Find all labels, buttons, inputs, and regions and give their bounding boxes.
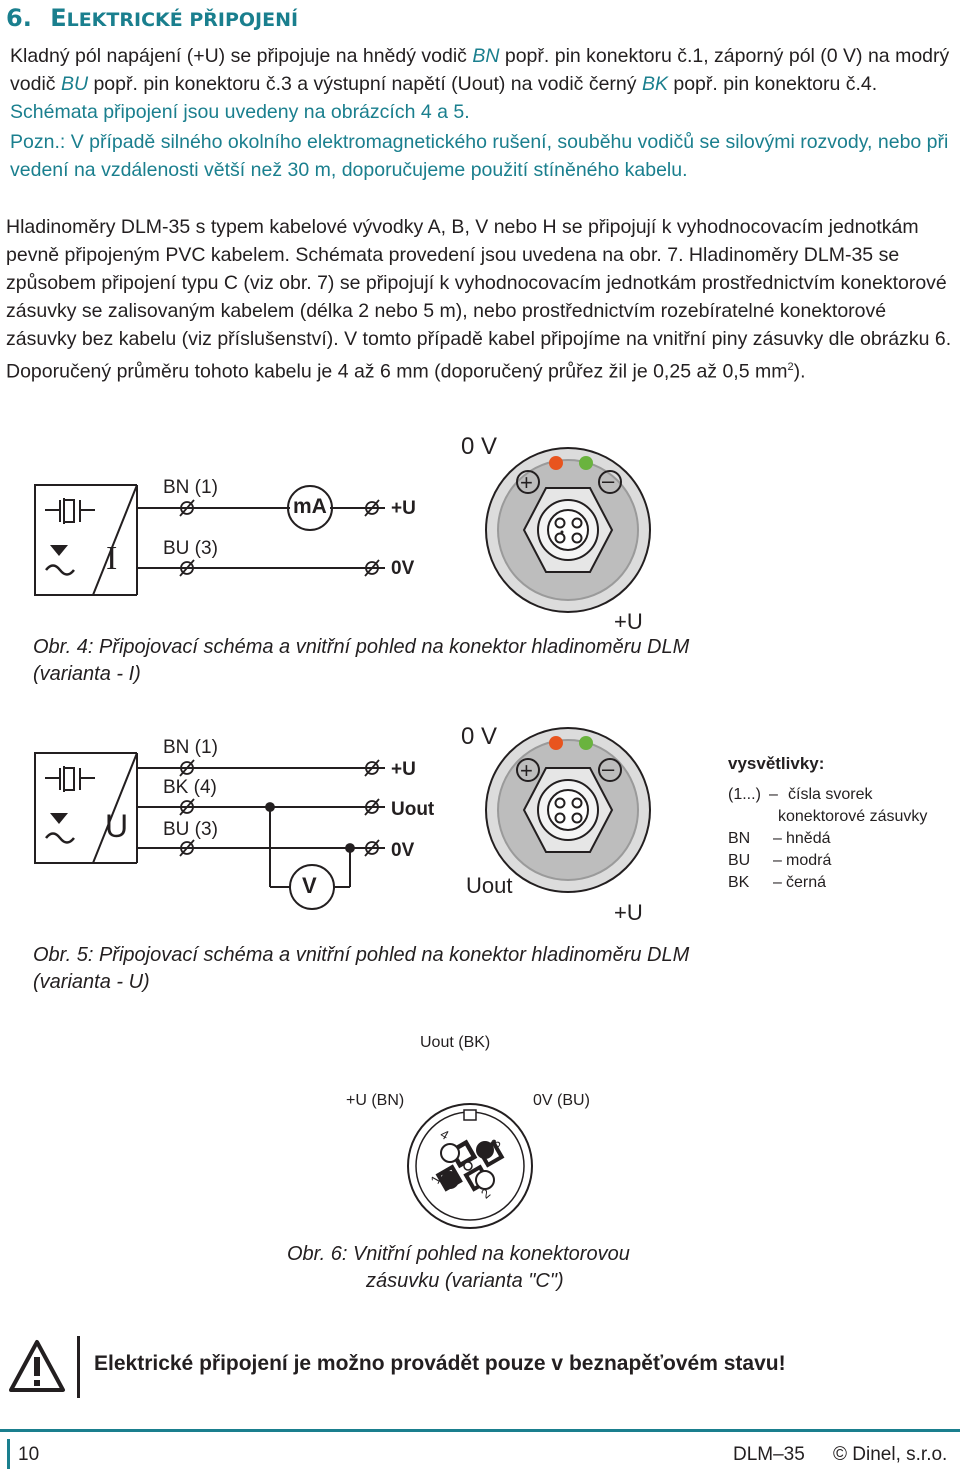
fig4-connector-minus: – bbox=[602, 468, 615, 493]
fig5-0v-label: 0V bbox=[391, 840, 415, 861]
legend-value: konektorové zásuvky bbox=[778, 808, 928, 825]
fig5-device-symbol: U bbox=[105, 808, 129, 844]
fig4-connector-0v: 0 V bbox=[461, 433, 498, 460]
fig5-connector-uout: Uout bbox=[466, 873, 513, 898]
footer-copyright: © Dinel, s.r.o. bbox=[833, 1444, 948, 1465]
legend-value: čísla svorek bbox=[788, 786, 873, 803]
footer-accent-bar bbox=[7, 1439, 10, 1469]
legend-value: modrá bbox=[786, 852, 832, 869]
fig5-connector-plus: + bbox=[520, 758, 533, 783]
legend: vysvětlivky: (1...) – čísla svorek konek… bbox=[728, 754, 927, 896]
legend-dash: – bbox=[773, 874, 782, 891]
led-green bbox=[579, 736, 593, 750]
legend-value: černá bbox=[786, 874, 827, 891]
warning-text: Elektrické připojení je možno provádět p… bbox=[94, 1352, 786, 1375]
fig4-caption-text: : Připojovací schéma a vnitřní pohled na… bbox=[33, 636, 690, 685]
fig6-caption-line2: zásuvku (varianta "C") bbox=[366, 1270, 564, 1292]
intro-text: popř. pin konektoru č.3 a výstupní napět… bbox=[88, 73, 642, 95]
intro-text: popř. pin konektoru č.4. bbox=[667, 73, 878, 95]
intro-text: popř. pin konektoru č.1, záporný pól (0 … bbox=[10, 45, 950, 95]
fig6-plusu-label: +U (BN) bbox=[346, 1092, 405, 1109]
figure-5-diagram bbox=[34, 727, 651, 910]
device-box bbox=[34, 484, 137, 596]
legend-title: vysvětlivky: bbox=[728, 754, 825, 773]
ma-meter bbox=[287, 485, 333, 531]
legend-dash: – bbox=[773, 852, 782, 869]
legend-key: BK bbox=[728, 874, 750, 891]
note-label: Pozn. bbox=[10, 131, 60, 153]
legend-key: (1...) bbox=[728, 786, 761, 803]
legend-value: hnědá bbox=[786, 830, 831, 847]
fig4-bu-label: BU (3) bbox=[163, 538, 218, 559]
fig5-connector-minus: – bbox=[602, 756, 615, 781]
fig5-caption: Obr. 5: Připojovací schéma a vnitřní poh… bbox=[33, 942, 733, 996]
fig4-plusu-label: +U bbox=[391, 498, 416, 519]
fig6-caption-text: : Vnitřní pohled na konektorovou bbox=[341, 1243, 630, 1265]
section-title-first: E bbox=[50, 4, 67, 32]
legend-row: konektorové zásuvky bbox=[728, 808, 927, 830]
fig5-bu-label: BU (3) bbox=[163, 819, 218, 840]
figure-6-socket bbox=[407, 1103, 533, 1229]
wire-bu: BU bbox=[60, 73, 89, 95]
fig4-caption-prefix: Obr. 4 bbox=[33, 636, 88, 658]
footer-page-number: 10 bbox=[18, 1444, 40, 1465]
device-divider bbox=[92, 484, 138, 596]
fig6-caption-prefix: Obr. 6 bbox=[287, 1243, 342, 1265]
device-divider bbox=[92, 752, 138, 864]
legend-key: BU bbox=[728, 852, 751, 869]
legend-row: BU – modrá bbox=[728, 852, 831, 874]
led-orange bbox=[549, 456, 563, 470]
fig5-connector bbox=[485, 727, 651, 893]
note-text: : V případě silného okolního elektromagn… bbox=[10, 131, 949, 181]
figure-4-diagram bbox=[34, 447, 651, 613]
body-paragraph: Hladinoměry DLM-35 s typem kabelové vývo… bbox=[6, 213, 958, 386]
wire-bn: BN bbox=[472, 45, 500, 67]
fig4-connector bbox=[485, 447, 651, 613]
legend-row: BN – hnědá bbox=[728, 830, 831, 852]
fig4-bn-label: BN (1) bbox=[163, 477, 218, 498]
legend-dash: – bbox=[769, 786, 778, 803]
fig5-uout-label: Uout bbox=[391, 799, 435, 820]
v-meter bbox=[289, 864, 335, 910]
footer-product: DLM–35 bbox=[733, 1444, 805, 1465]
body-superscript: 2 bbox=[787, 361, 794, 373]
warning-triangle-icon bbox=[9, 1340, 65, 1392]
warning-divider bbox=[77, 1336, 80, 1398]
fig5-bk-label: BK (4) bbox=[163, 777, 217, 798]
intro-text: Kladný pól napájení (+U) se připojuje na… bbox=[10, 45, 473, 67]
fig4-device-symbol: I bbox=[106, 540, 118, 577]
fig6-caption: Obr. 6: Vnitřní pohled na konektorovou z… bbox=[287, 1241, 707, 1295]
fig6-0v-label: 0V (BU) bbox=[533, 1092, 590, 1109]
led-green bbox=[579, 456, 593, 470]
section-title-rest: LEKTRICKÉ PŘIPOJENÍ bbox=[66, 9, 299, 31]
fig5-connector-plusu: +U bbox=[614, 900, 643, 925]
fig4-connector-plus: + bbox=[520, 470, 533, 495]
fig6-uout-label: Uout (BK) bbox=[420, 1034, 491, 1051]
section-heading: 6. ELEKTRICKÉ PŘIPOJENÍ bbox=[6, 4, 298, 32]
legend-key: BN bbox=[728, 830, 751, 847]
legend-dash: – bbox=[773, 830, 782, 847]
fig4-caption: Obr. 4: Připojovací schéma a vnitřní poh… bbox=[33, 634, 733, 688]
led-orange bbox=[549, 736, 563, 750]
body-text: Hladinoměry DLM-35 s typem kabelové vývo… bbox=[6, 216, 952, 383]
footer-rule bbox=[0, 1429, 960, 1432]
device-box bbox=[34, 752, 137, 864]
fig4-0v-label: 0V bbox=[391, 558, 415, 579]
wire-bk: BK bbox=[641, 73, 668, 95]
fig5-caption-prefix: Obr. 5 bbox=[33, 944, 88, 966]
fig4-meter-label: mA bbox=[293, 495, 327, 518]
fig5-plusu-label: +U bbox=[391, 759, 416, 780]
section-number: 6. bbox=[6, 4, 32, 32]
legend-row: (1...) – čísla svorek bbox=[728, 786, 872, 808]
body-text-end: ). bbox=[793, 360, 806, 383]
legend-row: BK – černá bbox=[728, 874, 827, 896]
fig4-connector-plusu: +U bbox=[614, 609, 643, 634]
fig5-bn-label: BN (1) bbox=[163, 737, 218, 758]
fig5-caption-text: : Připojovací schéma a vnitřní pohled na… bbox=[33, 944, 690, 993]
fig5-meter-label: V bbox=[302, 873, 317, 898]
fig5-connector-0v: 0 V bbox=[461, 723, 498, 750]
intro-figures-note: Schémata připojení jsou uvedeny na obráz… bbox=[10, 101, 470, 123]
intro-paragraph: Kladný pól napájení (+U) se připojuje na… bbox=[10, 42, 956, 184]
